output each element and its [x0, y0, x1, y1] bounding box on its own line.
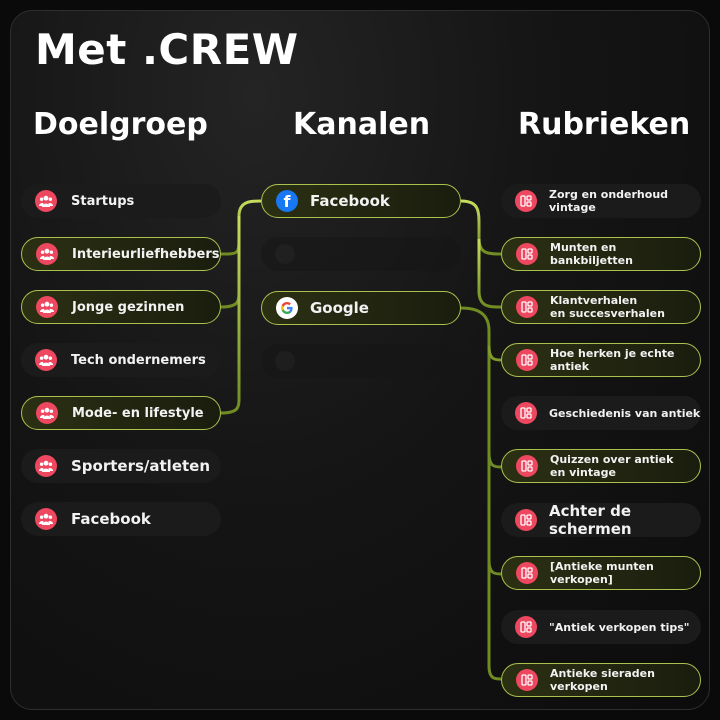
layout-grid-icon: [516, 243, 538, 265]
doelgroep-item-label: Facebook: [71, 510, 151, 528]
connector-interieur-facebook: [220, 199, 262, 256]
layout-grid-icon: [515, 190, 537, 212]
kanaal-item[interactable]: f Facebook: [261, 184, 461, 218]
connector-google-quiz: [487, 452, 502, 469]
rubriek-item[interactable]: Zorg en onderhoud vintage: [501, 184, 701, 218]
rubriek-label-line1: Geschiedenis van antiek: [549, 406, 701, 420]
layout-grid-icon: [516, 669, 538, 691]
rubriek-item[interactable]: "Antiek verkopen tips": [501, 610, 701, 644]
group-icon: [35, 190, 57, 212]
rubriek-label-line1: Klantverhalen: [550, 294, 638, 307]
rubriek-label-line2: en succesverhalen: [550, 307, 665, 320]
rubriek-label-line1: Zorg en onderhoud vintage: [549, 188, 669, 214]
rubriek-label-line1: "Antiek verkopen tips": [549, 620, 690, 634]
kanaal-placeholder: [261, 344, 461, 378]
column-header-doelgroep: Doelgroep: [33, 107, 208, 142]
rubriek-item-label: "Antiek verkopen tips": [549, 621, 690, 634]
doelgroep-item-label: Jonge gezinnen: [72, 299, 185, 315]
rubriek-item[interactable]: Hoe herken je echte antiek: [501, 343, 701, 377]
column-header-kanalen: Kanalen: [293, 107, 431, 142]
doelgroep-item[interactable]: Facebook: [21, 502, 221, 536]
rubriek-item[interactable]: Antieke sieraden verkopen: [501, 663, 701, 697]
doelgroep-item[interactable]: Startups: [21, 184, 221, 218]
doelgroep-item[interactable]: Interieurliefhebbers: [21, 237, 221, 271]
rubriek-item-label: [Antieke munten verkopen]: [550, 560, 700, 586]
rubriek-label-line2: en vintage: [550, 466, 616, 479]
connector-google-munten-verkopen: [487, 559, 502, 576]
doelgroep-item[interactable]: Jonge gezinnen: [21, 290, 221, 324]
doelgroep-item-label: Tech ondernemers: [71, 352, 206, 368]
layout-grid-icon: [516, 455, 538, 477]
rubriek-item[interactable]: Achter de schermen: [501, 502, 701, 538]
kanaal-item-label: Facebook: [310, 192, 390, 210]
rubriek-item[interactable]: Munten en bankbiljetten: [501, 237, 701, 271]
kanaal-item[interactable]: Google: [261, 291, 461, 325]
rubriek-item-label: Hoe herken je echte antiek: [550, 347, 700, 373]
rubriek-item-label: Munten en bankbiljetten: [550, 241, 700, 267]
rubriek-label-line1: Hoe herken je echte antiek: [550, 347, 675, 373]
doelgroep-item-label: Interieurliefhebbers: [72, 246, 220, 262]
layout-grid-icon: [516, 349, 538, 371]
rubriek-label-line1: Quizzen over antiek: [550, 453, 674, 466]
doelgroep-item[interactable]: Sporters/atleten: [21, 449, 221, 483]
rubriek-item-label: Achter de schermen: [549, 502, 701, 538]
layout-grid-icon: [516, 296, 538, 318]
rubriek-item[interactable]: Geschiedenis van antiek: [501, 396, 701, 430]
group-icon: [35, 508, 57, 530]
kanaal-item-label: Google: [310, 299, 369, 317]
doelgroep-item-label: Startups: [71, 193, 135, 209]
rubriek-label-line1: Antieke sieraden verkopen: [550, 667, 655, 693]
connector-facebook-munten: [460, 199, 502, 256]
connector-google-trunk: [460, 306, 502, 681]
connector-lines: [220, 199, 502, 681]
google-icon: [276, 297, 298, 319]
rubriek-item[interactable]: [Antieke munten verkopen]: [501, 556, 701, 590]
facebook-icon: f: [276, 190, 298, 212]
doelgroep-item[interactable]: Tech ondernemers: [21, 343, 221, 377]
column-header-rubrieken: Rubrieken: [518, 107, 691, 142]
layout-grid-icon: [516, 562, 538, 584]
rubriek-item-label: Zorg en onderhoud vintage: [549, 188, 701, 214]
doelgroep-item[interactable]: Mode- en lifestyle: [21, 396, 221, 430]
group-icon: [36, 402, 58, 424]
diagram-frame: Met .CREW Doelgroep Kanalen Rubrieken St…: [10, 10, 710, 710]
layout-grid-icon: [515, 616, 537, 638]
rubriek-item-label: Antieke sieraden verkopen: [550, 667, 700, 693]
connector-jonge-facebook: [220, 216, 241, 309]
rubriek-label-line1: Achter de schermen: [549, 502, 632, 538]
rubriek-item-label: Geschiedenis van antiek: [549, 407, 700, 420]
group-icon: [35, 455, 57, 477]
placeholder-icon: [275, 351, 295, 371]
kanaal-placeholder: [261, 237, 461, 271]
doelgroep-item-label: Sporters/atleten: [71, 457, 211, 475]
rubriek-label-line1: [Antieke munten verkopen]: [550, 560, 654, 586]
layout-grid-icon: [515, 509, 537, 531]
group-icon: [35, 349, 57, 371]
connector-facebook-klant: [477, 239, 502, 309]
page-title: Met .CREW: [35, 25, 299, 74]
placeholder-icon: [275, 244, 295, 264]
group-icon: [36, 296, 58, 318]
connector-mode-facebook: [220, 216, 241, 415]
rubriek-label-line1: Munten en bankbiljetten: [550, 241, 633, 267]
connector-google-herken: [487, 345, 502, 362]
group-icon: [36, 243, 58, 265]
layout-grid-icon: [515, 402, 537, 424]
doelgroep-item-label: Mode- en lifestyle: [72, 405, 204, 421]
